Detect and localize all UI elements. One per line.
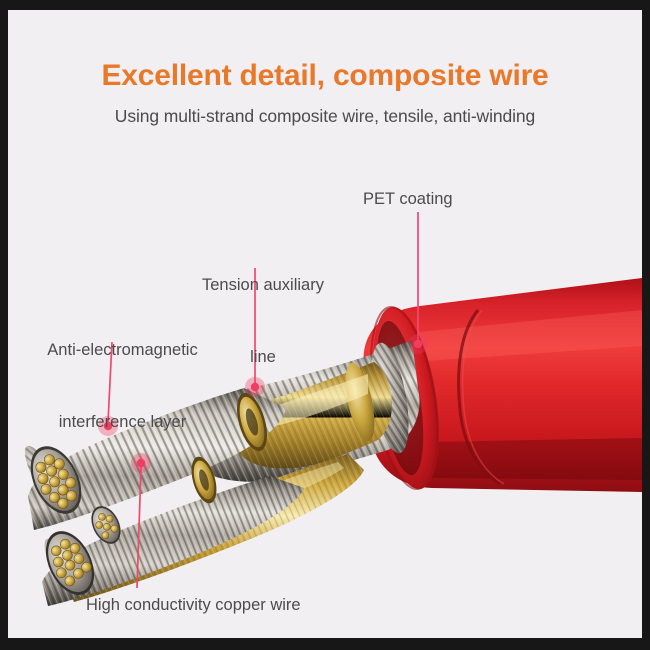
cable-illustration: [24, 212, 642, 606]
callout-label-pet-coating: PET coating: [363, 190, 453, 208]
callout-leaders: [98, 212, 428, 589]
copper-strand-cut-faces: [30, 446, 121, 595]
page-subtitle: Using multi-strand composite wire, tensi…: [114, 106, 536, 126]
callout-label-emi-line2: interference layer: [58, 413, 187, 431]
callout-label-copper-wire: High conductivity copper wire: [86, 596, 301, 614]
callout-label-emi-line1: Anti-electromagnetic: [47, 341, 198, 359]
callout-label-tension-auxiliary-line: Tension auxiliary line: [188, 225, 338, 417]
conductor-ring-cut-faces: [191, 392, 267, 504]
leader-emi-layer: [98, 341, 118, 436]
leader-tension-auxiliary-line: [245, 268, 265, 397]
cable-gold-conductor-core: [232, 362, 393, 469]
page-title: Excellent detail, composite wire: [101, 59, 549, 92]
callout-label-tension-line2: line: [250, 348, 276, 366]
callout-label-tension-line1: Tension auxiliary: [202, 276, 324, 294]
image-frame: Excellent detail, composite wire Using m…: [8, 10, 642, 638]
leader-pet-coating: [408, 212, 428, 354]
leader-copper-wire: [131, 453, 151, 589]
callout-label-emi-layer: Anti-electromagnetic interference layer: [30, 290, 215, 482]
